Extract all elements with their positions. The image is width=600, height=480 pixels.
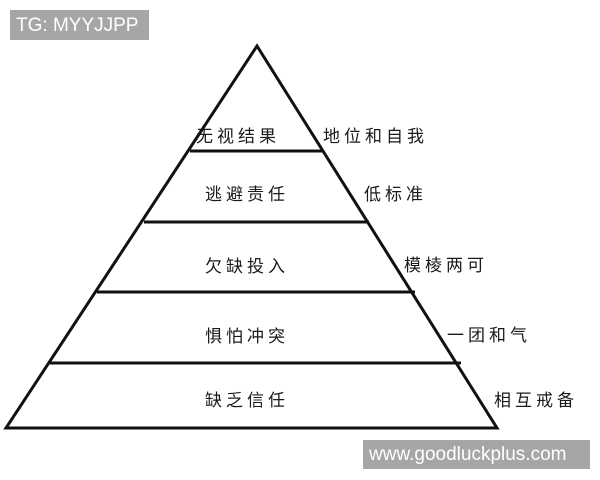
level-1-outcome: 地位和自我	[323, 127, 428, 147]
level-4-outcome: 一团和气	[447, 326, 531, 346]
level-4-label: 惧怕冲突	[205, 327, 289, 347]
telegram-watermark: TG: MYYJJPP	[10, 10, 149, 40]
level-3-outcome: 模棱两可	[404, 256, 488, 276]
level-5-outcome: 相互戒备	[494, 391, 578, 411]
level-2-label: 逃避责任	[205, 185, 289, 205]
level-1-label: 无视结果	[196, 127, 280, 147]
level-2-outcome: 低标准	[364, 185, 427, 205]
website-watermark: www.goodluckplus.com	[363, 440, 590, 469]
pyramid-outline	[3, 43, 500, 430]
level-5-label: 缺乏信任	[205, 391, 289, 411]
level-3-label: 欠缺投入	[205, 257, 289, 277]
